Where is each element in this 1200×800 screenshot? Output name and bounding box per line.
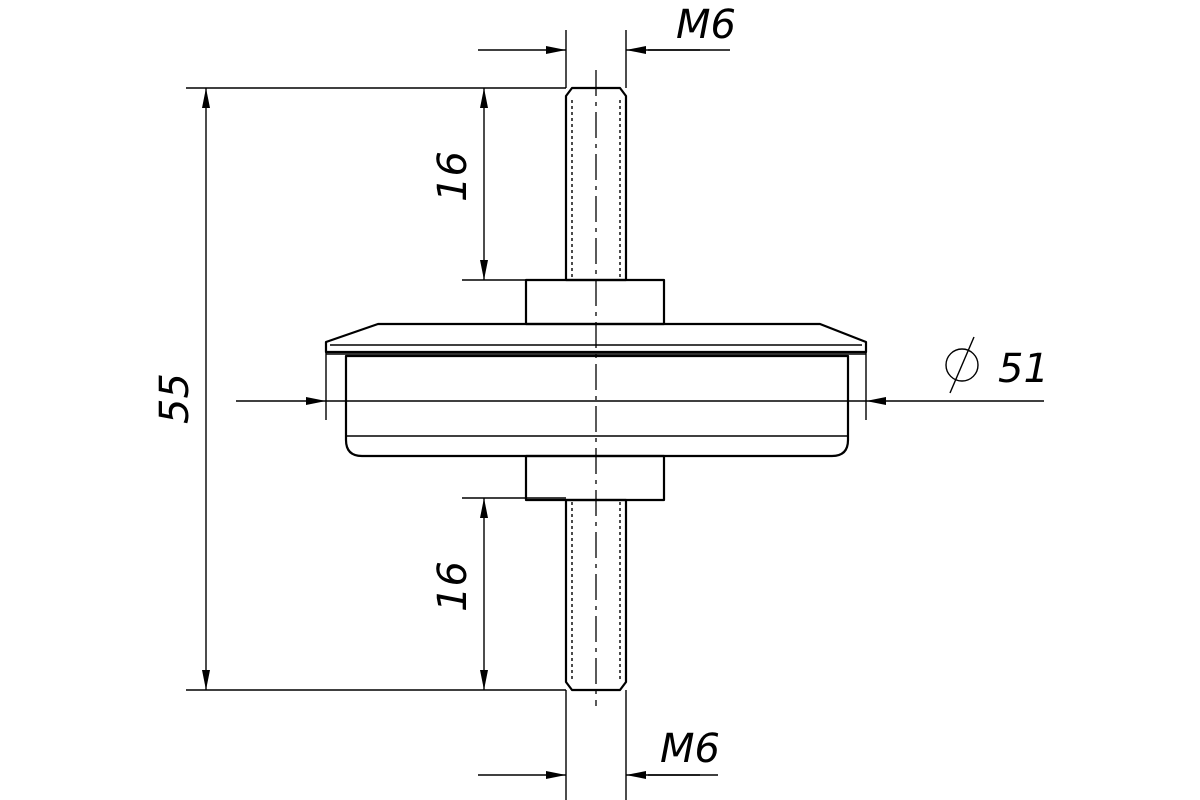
- label-thread-top: M6: [676, 2, 736, 48]
- bottom-threaded-stud: [564, 498, 628, 692]
- label-stud-bottom: 16: [430, 561, 476, 612]
- label-diameter: 51: [998, 346, 1049, 392]
- bottom-hub: [524, 454, 666, 502]
- rubber-body: [344, 354, 850, 458]
- dimension-stud-bottom: 16: [430, 497, 566, 690]
- label-overall-height: 55: [152, 373, 198, 424]
- dimension-overall-height: 55: [152, 87, 566, 691]
- dimension-thread-bottom: M6: [478, 690, 720, 800]
- label-thread-bottom: M6: [660, 726, 720, 772]
- label-stud-top: 16: [430, 151, 476, 202]
- dimension-thread-top: M6: [478, 2, 736, 88]
- top-hub: [524, 278, 666, 326]
- dimension-diameter: 51: [236, 336, 1049, 420]
- dimension-stud-top: 16: [430, 88, 566, 281]
- diameter-symbol-icon: [945, 336, 979, 394]
